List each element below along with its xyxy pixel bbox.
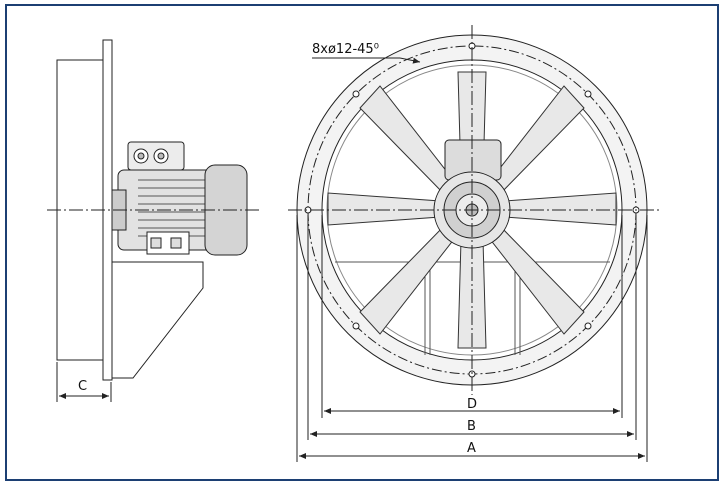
flange-note-leader	[312, 57, 421, 64]
dimension-d-label: D	[467, 397, 477, 412]
motor-support	[111, 261, 204, 379]
impeller-blades	[327, 71, 617, 349]
dimension-extension-lines	[296, 215, 648, 462]
dimension-a-label: A	[467, 441, 476, 456]
front-centerlines	[288, 25, 660, 395]
dimension-b-label: B	[467, 419, 476, 434]
drawing-frame	[5, 4, 719, 481]
dimension-c-label: C	[78, 379, 87, 394]
flange-note: 8xø12-45⁰	[312, 42, 379, 57]
dimension-c	[56, 362, 112, 402]
